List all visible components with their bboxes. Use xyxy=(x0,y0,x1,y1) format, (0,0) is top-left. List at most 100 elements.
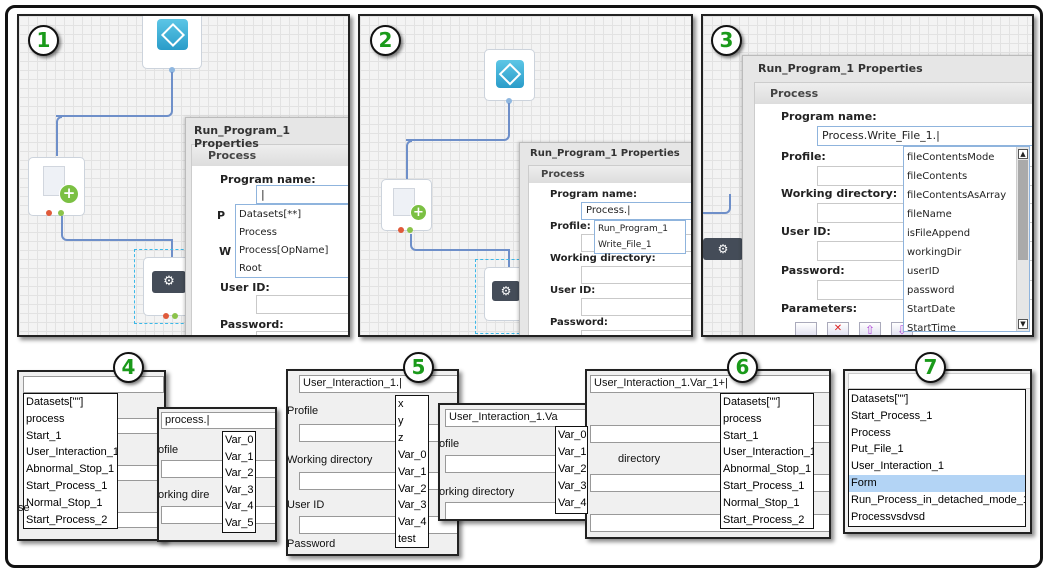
suggestion-item[interactable]: Datasets[""] xyxy=(723,396,781,408)
suggestion-item[interactable]: Datasets[""] xyxy=(26,396,84,408)
program-name-input[interactable]: | xyxy=(256,185,348,204)
suggestion-item[interactable]: process xyxy=(26,412,65,425)
expression-input[interactable]: process.| xyxy=(161,412,275,429)
scroll-thumb[interactable] xyxy=(1018,160,1028,260)
working-dir-input[interactable] xyxy=(445,502,589,519)
program-name-input[interactable]: Process.Write_File_1.| xyxy=(817,126,1032,146)
suggestion-item[interactable]: Datasets[**] xyxy=(239,209,302,220)
error-port-icon[interactable] xyxy=(163,313,169,319)
suggestion-item[interactable]: Var_0 xyxy=(398,448,427,461)
suggestion-item[interactable]: Run_Program_1 xyxy=(598,224,668,234)
section-header[interactable]: Process xyxy=(192,145,348,166)
suggestion-item[interactable]: y xyxy=(398,414,404,427)
working-dir-input[interactable] xyxy=(299,472,457,490)
password-input[interactable] xyxy=(581,330,691,335)
suggestion-item[interactable]: Start_1 xyxy=(723,429,759,442)
suggestion-item[interactable]: Process xyxy=(239,227,277,238)
suggestion-item[interactable]: Process xyxy=(851,426,891,439)
suggestion-item[interactable]: Abnormal_Stop_1 xyxy=(723,463,812,476)
password-input[interactable] xyxy=(256,331,348,335)
suggestion-item[interactable]: userID xyxy=(907,266,940,277)
success-port-icon[interactable] xyxy=(58,210,64,216)
suggestion-item[interactable]: Var_4 xyxy=(225,500,254,513)
working-dir-input[interactable] xyxy=(581,266,691,284)
suggestion-item[interactable]: Var_0 xyxy=(558,429,587,441)
suggestion-item[interactable]: fileContents xyxy=(907,171,968,182)
profile-input[interactable] xyxy=(445,455,589,473)
suggestion-item[interactable]: Var_1 xyxy=(398,465,427,478)
suggestion-item[interactable]: test xyxy=(398,533,416,546)
suggestion-item[interactable]: Start_Process_1 xyxy=(851,409,933,422)
suggestion-item[interactable]: z xyxy=(398,431,404,444)
suggestion-item[interactable]: Write_File_1 xyxy=(598,240,652,250)
suggestion-item[interactable]: Var_0 xyxy=(225,434,254,446)
success-port-icon[interactable] xyxy=(407,227,413,233)
success-port-icon[interactable] xyxy=(172,313,178,319)
suggestion-item[interactable]: Var_3 xyxy=(398,499,427,512)
expression-input[interactable] xyxy=(23,376,164,393)
suggestion-item[interactable]: fileContentsAsArray xyxy=(907,190,1007,201)
scroll-up-icon[interactable]: ▲ xyxy=(1018,149,1028,159)
suggestion-item[interactable]: Root xyxy=(239,263,262,274)
suggestion-item[interactable]: Normal_Stop_1 xyxy=(723,496,800,509)
suggestion-item[interactable]: Start_1 xyxy=(26,429,62,442)
suggestion-item[interactable]: Process[OpName] xyxy=(239,245,329,256)
suggestion-item[interactable]: Start_Process_2 xyxy=(723,513,805,526)
suggestion-item[interactable]: Normal_Stop_1 xyxy=(26,496,103,509)
file-node[interactable]: + xyxy=(381,179,432,231)
suggestion-item[interactable]: User_Interaction_1 xyxy=(851,460,944,473)
suggestion-item[interactable]: Var_2 xyxy=(398,482,427,495)
suggestion-item[interactable]: StartDate xyxy=(907,304,956,315)
suggestion-item[interactable]: Var_3 xyxy=(558,480,587,492)
profile-input[interactable] xyxy=(299,424,457,442)
suggestion-item[interactable]: User_Interaction_1 xyxy=(26,446,117,459)
suggestion-item[interactable]: Put_File_1 xyxy=(851,443,904,456)
move-up-button[interactable]: ⇧ xyxy=(859,322,881,335)
run-program-node[interactable]: ⚙ xyxy=(484,267,524,321)
suggestion-item[interactable]: workingDir xyxy=(907,247,962,258)
program-name-input[interactable]: Process.| xyxy=(581,202,691,220)
suggestion-item[interactable]: Var_3 xyxy=(225,483,254,496)
suggestion-item[interactable]: Start_Process_1 xyxy=(723,479,805,492)
user-id-input[interactable] xyxy=(299,516,457,534)
add-parameter-button[interactable] xyxy=(795,322,817,335)
scroll-down-icon[interactable]: ▼ xyxy=(1018,319,1028,329)
start-node[interactable] xyxy=(484,49,535,101)
suggestion-item[interactable]: Var_4 xyxy=(558,497,587,509)
error-port-icon[interactable] xyxy=(398,227,404,233)
file-node[interactable]: + xyxy=(28,157,85,216)
user-id-input[interactable] xyxy=(256,295,348,314)
suggestion-item[interactable]: Var_1 xyxy=(225,450,254,463)
suggestion-item[interactable]: x xyxy=(398,398,404,410)
suggestion-item[interactable]: Form xyxy=(849,474,1025,492)
suggestion-item[interactable]: fileName xyxy=(907,209,952,220)
suggestion-item[interactable]: StartTime xyxy=(907,323,956,332)
suggestion-item[interactable]: Var_2 xyxy=(558,463,587,475)
suggestion-item[interactable]: Abnormal_Stop_1 xyxy=(26,463,115,476)
profile-input[interactable] xyxy=(161,460,275,478)
section-header[interactable]: Process xyxy=(755,83,1032,104)
suggestion-item[interactable]: Var_2 xyxy=(225,467,254,480)
section-header[interactable]: Process xyxy=(529,166,691,183)
start-node[interactable] xyxy=(142,16,202,69)
suggestion-item[interactable]: password xyxy=(907,285,955,296)
suggestion-item[interactable]: process xyxy=(723,412,762,425)
suggestion-item[interactable]: Var_4 xyxy=(398,516,427,529)
expression-input[interactable]: User_Interaction_1.Var_1+| xyxy=(590,375,829,393)
suggestion-item[interactable]: Var_5 xyxy=(225,516,254,529)
expression-input[interactable]: User_Interaction_1.Va xyxy=(445,409,589,427)
suggestion-item[interactable]: isFileAppend xyxy=(907,228,971,239)
suggestion-item[interactable]: Processvsdvsd xyxy=(851,510,925,523)
suggestion-item[interactable]: fileContentsMode xyxy=(907,152,995,163)
delete-parameter-button[interactable]: ✕ xyxy=(827,322,849,335)
suggestion-item[interactable]: Run_Process_in_detached_mode_1 xyxy=(851,493,1025,506)
suggestion-item[interactable]: Start_Process_2 xyxy=(26,513,108,526)
scrollbar[interactable]: ▲ ▼ xyxy=(1016,147,1029,331)
suggestion-item[interactable]: Start_Process_1 xyxy=(26,479,108,492)
suggestion-item[interactable]: User_Interaction_1 xyxy=(723,446,813,459)
suggestion-item[interactable]: Datasets[""] xyxy=(851,393,909,405)
user-id-input[interactable] xyxy=(581,298,691,316)
working-dir-input[interactable] xyxy=(161,506,275,524)
suggestion-item[interactable]: Var_1 xyxy=(558,446,587,458)
error-port-icon[interactable] xyxy=(46,210,52,216)
